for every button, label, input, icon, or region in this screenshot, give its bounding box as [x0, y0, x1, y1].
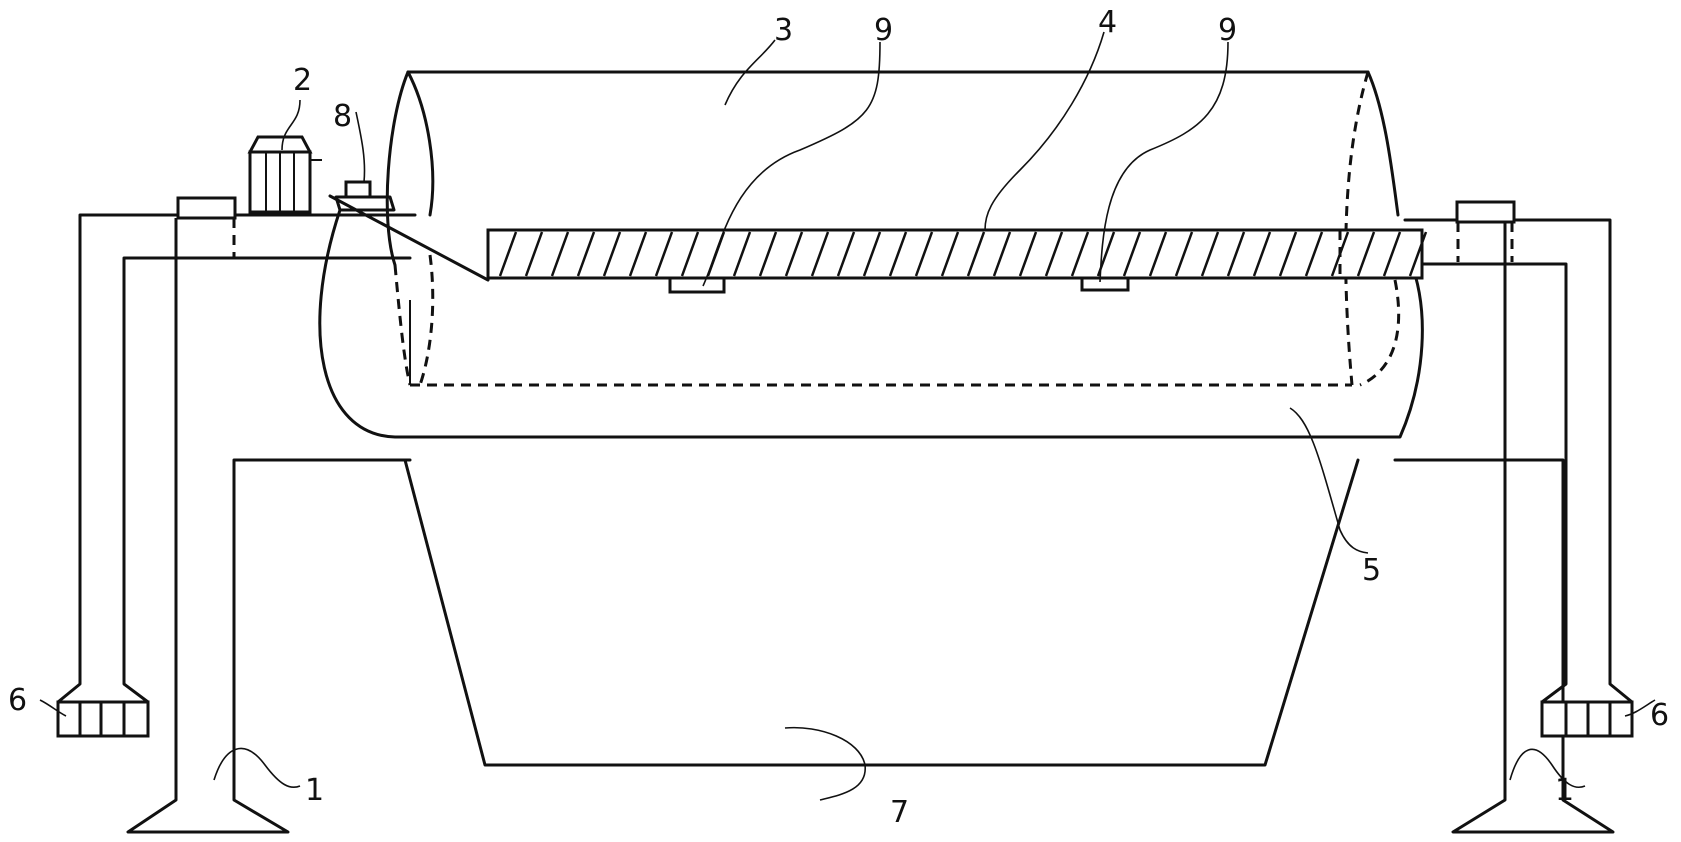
screw-hatch-line: [862, 231, 882, 277]
screw-hatch-line: [758, 231, 778, 277]
screw-hatch-line: [1382, 231, 1402, 277]
screw-hatch-line: [1304, 231, 1324, 277]
screw-hatch-line: [1200, 231, 1220, 277]
sensor: [334, 180, 396, 212]
screw-hatch-line: [1278, 231, 1298, 277]
screw-hatch-line: [550, 231, 570, 277]
label-drum: 3: [774, 13, 793, 48]
screw-hatch-line: [524, 231, 544, 277]
screw-hatch-line: [966, 231, 986, 277]
screw-hatch-line: [576, 231, 596, 277]
screw-shaft: [486, 228, 1428, 280]
screw-hatch-line: [680, 231, 700, 277]
label-wheel-right: 6: [1650, 698, 1669, 733]
screw-hatch-line: [1070, 231, 1090, 277]
screw-hatch-line: [992, 231, 1012, 277]
screw-hatch-line: [940, 231, 960, 277]
screw-hatch-line: [810, 231, 830, 277]
screw-hatch-line: [1044, 231, 1064, 277]
right-leg-cap: [1455, 200, 1516, 224]
left-leg-cap: [176, 196, 237, 220]
trough-outline: [318, 208, 1424, 439]
screw-hatch-line: [1356, 231, 1376, 277]
screw-hatch-line: [1018, 231, 1038, 277]
screw-hatch-line: [888, 231, 908, 277]
screw-hatch-line: [914, 231, 934, 277]
drum-right-hidden-end: [1344, 71, 1370, 386]
left-caster-wheel: [56, 700, 150, 738]
right-caster-wheel: [1540, 700, 1634, 738]
leader-lines: [39, 31, 1656, 801]
collection-hopper: [403, 458, 1360, 767]
bracket-left: [668, 276, 726, 294]
right-frame: [1393, 200, 1634, 834]
motor: [247, 135, 322, 214]
screw-hatch-line: [1408, 231, 1428, 277]
screw-hatch-line: [784, 231, 804, 277]
right-leg-outline: [1393, 218, 1615, 834]
label-bracket-left: 9: [874, 13, 893, 48]
label-leg-left: 1: [305, 773, 324, 808]
screw-hatch-line: [602, 231, 622, 277]
left-frame: [56, 196, 417, 834]
drum: [385, 70, 1401, 387]
drum-right-end: [1366, 70, 1400, 217]
label-bracket-right: 9: [1218, 13, 1237, 48]
label-screw-shaft: 4: [1098, 5, 1117, 40]
drum-left-end: [385, 70, 435, 267]
label-wheel-left: 6: [8, 683, 27, 718]
screw-hatch-line: [628, 231, 648, 277]
label-motor: 2: [293, 63, 312, 98]
screw-hatch-line: [1148, 231, 1168, 277]
label-sensor: 8: [333, 99, 352, 134]
left-leg-outline: [126, 218, 412, 834]
bracket-right: [1080, 276, 1130, 292]
label-leg-right: 1: [1555, 773, 1574, 808]
screw-hatch-line: [1252, 231, 1272, 277]
screw-hatch-line: [1174, 231, 1194, 277]
screw-hatch-line: [654, 231, 674, 277]
screw-hatch-line: [732, 231, 752, 277]
screw-hatch-line: [1226, 231, 1246, 277]
drive-link: [328, 194, 490, 282]
drum-right-lower-hidden: [1359, 279, 1401, 387]
drum-left-hidden-end: [393, 254, 435, 386]
screw-hatch-line: [498, 231, 518, 277]
label-trough: 5: [1362, 553, 1381, 588]
label-hopper: 7: [890, 795, 909, 830]
screw-hatch-line: [1122, 231, 1142, 277]
screw-hatch-line: [836, 231, 856, 277]
part-labels: 2 8 3 9 4 9 5 7 1 1 6 6: [8, 5, 1669, 830]
